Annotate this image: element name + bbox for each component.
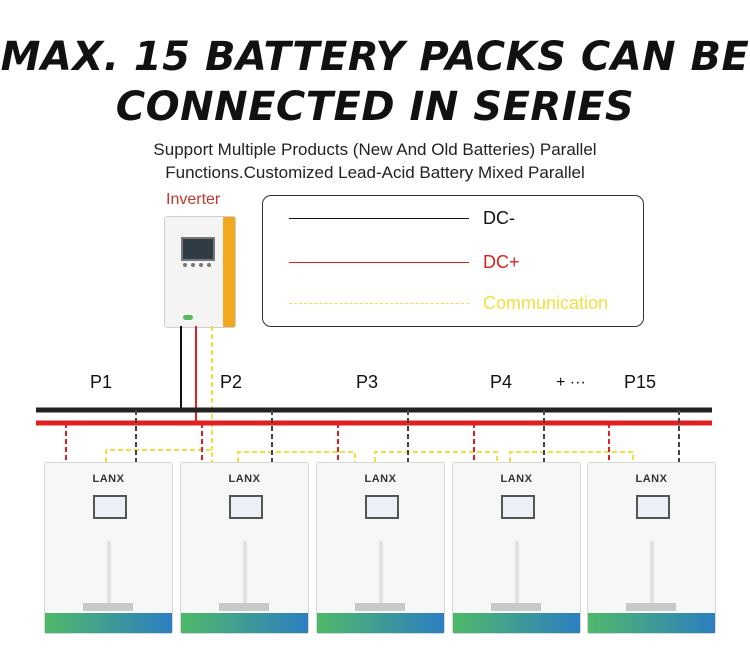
inverter-accent-stripe [223, 217, 235, 327]
pack-label-p4: P4 [490, 372, 513, 392]
battery-display [365, 495, 399, 519]
battery-base-stripe [317, 613, 444, 633]
pack-label-p2: P2 [220, 372, 243, 392]
battery-base-stripe [453, 613, 580, 633]
inverter-display [181, 237, 215, 261]
battery-handle [515, 541, 519, 611]
comm-link-3-4 [374, 451, 498, 462]
wire-legend: DC- DC+ Communication [262, 195, 644, 327]
headline-line-2: CONNECTED IN SERIES [115, 84, 635, 130]
battery-display [93, 495, 127, 519]
battery-pack-p1: LANX [44, 462, 173, 634]
pack-label-p1: P1 [90, 372, 113, 392]
battery-spec-label [491, 603, 541, 611]
battery-spec-label [83, 603, 133, 611]
battery-brand: LANX [500, 473, 533, 485]
battery-handle [243, 541, 247, 611]
comm-link-2-3 [237, 451, 356, 462]
battery-handle [650, 541, 654, 611]
inverter-unit [164, 216, 236, 328]
battery-base-stripe [181, 613, 308, 633]
legend-line-communication [289, 303, 469, 304]
battery-pack-p3: LANX [316, 462, 445, 634]
battery-spec-label [355, 603, 405, 611]
battery-display [636, 495, 670, 519]
battery-pack-p15: LANX [587, 462, 716, 634]
battery-brand: LANX [92, 473, 125, 485]
battery-pack-p4: LANX [452, 462, 581, 634]
battery-pack-p2: LANX [180, 462, 309, 634]
comm-link-4-15 [509, 451, 634, 462]
battery-display [229, 495, 263, 519]
pack-label-p3: P3 [356, 372, 379, 392]
battery-base-stripe [45, 613, 172, 633]
battery-handle [379, 541, 383, 611]
inverter-label: Inverter [166, 191, 221, 208]
legend-line-dc-minus [289, 218, 469, 219]
inverter-logo-icon [183, 315, 193, 320]
comm-link-1-2 [105, 449, 213, 462]
battery-display [501, 495, 535, 519]
headline-line-1: MAX. 15 BATTERY PACKS CAN BE [0, 34, 750, 80]
legend-line-dc-plus [289, 262, 469, 263]
inverter-button [207, 263, 211, 267]
battery-spec-label [626, 603, 676, 611]
inverter-button [191, 263, 195, 267]
pack-label-p15: P15 [624, 372, 657, 392]
legend-label-dc-plus: DC+ [483, 252, 520, 272]
battery-handle [107, 541, 111, 611]
battery-brand: LANX [228, 473, 261, 485]
battery-brand: LANX [635, 473, 668, 485]
legend-label-communication: Communication [483, 293, 609, 313]
subtitle-line-1: Support Multiple Products (New And Old B… [153, 140, 597, 159]
inverter-button [199, 263, 203, 267]
battery-brand: LANX [364, 473, 397, 485]
legend-label-dc-minus: DC- [483, 208, 515, 228]
subtitle-line-2: Functions.Customized Lead-Acid Battery M… [165, 163, 585, 182]
pack-label-ellipsis: + ··· [556, 374, 586, 391]
battery-base-stripe [588, 613, 715, 633]
battery-spec-label [219, 603, 269, 611]
inverter-button [183, 263, 187, 267]
